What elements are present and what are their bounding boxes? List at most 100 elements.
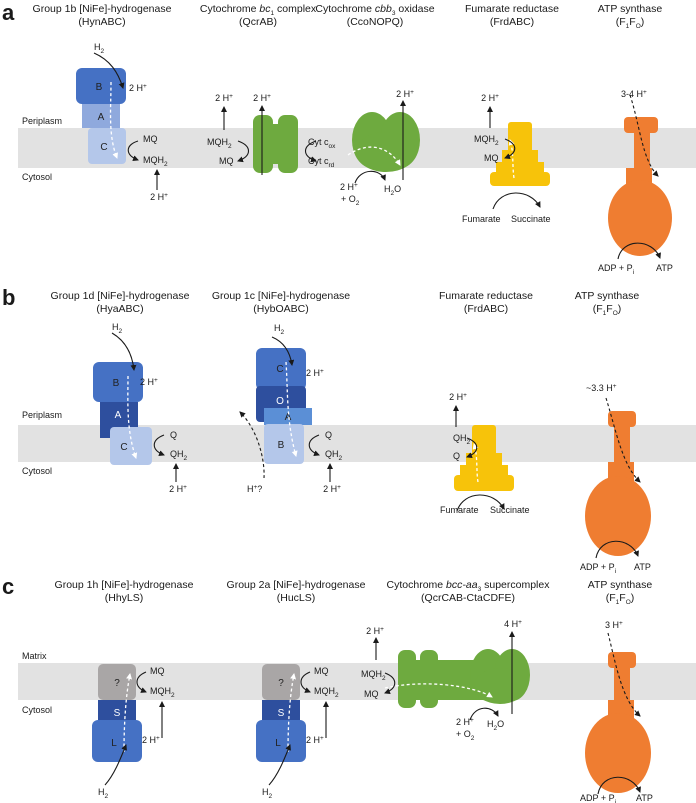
two-h-label: 2 H+ (129, 83, 147, 93)
atp-synthase (585, 632, 651, 793)
subunit-l-label: L (275, 738, 281, 749)
panel-a-title-1-line1: Group 1b [NiFe]-hydrogenase (33, 3, 172, 15)
subunit-s-label: S (278, 708, 285, 719)
cytosol-two-h-label: 2 H+ (150, 192, 168, 202)
panel-c-title-4-line1: ATP synthase (588, 579, 653, 591)
atp-synthase (585, 397, 651, 556)
adp-label: ADP + Pi (598, 263, 634, 276)
hydrogenase-hyaabc: B A C (93, 362, 152, 465)
hydrogenase-hyboabc: C O A B (256, 348, 312, 464)
succinate-label: Succinate (511, 214, 551, 224)
subunit-s-label: S (114, 708, 121, 719)
panel-a-title-4-line2: (FrdABC) (490, 16, 534, 28)
panel-a-title-3-line2: (CcoNOPQ) (347, 16, 404, 28)
subunit-a-label: A (115, 410, 122, 421)
panel-b-title-4-line2: (F1FO) (593, 303, 622, 317)
oxidase-two-h-label: 2 H+ (396, 89, 414, 99)
huc-mqh2-label: MQH2 (314, 686, 339, 699)
subunit-c-label: C (120, 442, 127, 453)
hya-q-label: Q (170, 430, 177, 440)
atp-synthase (608, 94, 672, 256)
panel-c: c Group 1h [NiFe]-hydrogenase (HhyLS) Gr… (2, 574, 696, 803)
atp-label: ATP (634, 562, 651, 572)
subunit-l-label: L (111, 738, 117, 749)
subunit-c-label: C (100, 142, 107, 153)
supercomplex-two-h-in-label: 2 H+ (456, 717, 474, 727)
matrix-label: Matrix (22, 651, 47, 661)
frd-two-h-label: 2 H+ (449, 392, 467, 402)
hhy-two-h-label: 2 H+ (142, 735, 160, 745)
atp-label: ATP (636, 793, 653, 803)
panel-a-title-1-line2: (HynABC) (78, 16, 125, 28)
supercomplex-h2o-label: H2O (487, 719, 504, 732)
hya-cytosol-h-label: 2 H+ (169, 484, 187, 494)
supercomplex-four-h-label: 4 H+ (504, 619, 522, 629)
subunit-a (82, 104, 120, 128)
hhy-h2-label: H2 (98, 787, 109, 800)
oxidase-two-h-in-label: 2 H+ (340, 182, 358, 192)
panel-b-letter: b (2, 285, 15, 310)
bc1-mqh2-label: MQH2 (207, 137, 232, 150)
subunit-b (76, 68, 126, 104)
cytochrome-bcc-aa3-supercomplex (384, 631, 530, 714)
supercomplex-mq-label: MQ (364, 689, 379, 699)
hydrogenase-hhyls: ? S L (92, 664, 142, 762)
periplasm-label: Periplasm (22, 116, 62, 126)
fumarate-reductase-frdabc (490, 122, 550, 186)
panel-b: b Group 1d [NiFe]-hydrogenase (HyaABC) G… (2, 285, 696, 575)
adp-label: ADP + Pi (580, 793, 616, 803)
cyt-c-rd-label: Cyt crd (308, 156, 335, 169)
hhy-mq-label: MQ (150, 666, 165, 676)
hya-two-h-label: 2 H+ (140, 377, 158, 387)
cytochrome-bc1-qcrab (253, 105, 298, 175)
panel-c-title-4-line2: (F1FO) (606, 592, 635, 606)
panel-c-title-2-line2: (HucLS) (277, 592, 316, 604)
mq-label: MQ (143, 134, 158, 144)
panel-a-title-4-line1: Fumarate reductase (465, 3, 559, 15)
bc1-left-two-h-label: 2 H+ (215, 93, 233, 103)
subunit-a-label: A (285, 412, 292, 423)
bc1-mq-label: MQ (219, 156, 234, 166)
h2-label: H2 (94, 42, 105, 55)
panel-b-titles: Group 1d [NiFe]-hydrogenase (HyaABC) Gro… (51, 290, 640, 317)
cyt-c-ox-label: Cyt cox (308, 137, 336, 150)
panel-a-title-5-line1: ATP synthase (598, 3, 663, 15)
succinate-label: Succinate (490, 505, 530, 515)
panel-c-title-2-line1: Group 2a [NiFe]-hydrogenase (227, 579, 366, 591)
atp-h-label: 3-4 H+ (621, 89, 647, 99)
panel-c-title-1-line1: Group 1h [NiFe]-hydrogenase (55, 579, 194, 591)
fumarate-label: Fumarate (440, 505, 479, 515)
mqh2-label: MQH2 (143, 155, 168, 168)
panel-c-title-3-line1: Cytochrome bcc-aa3 supercomplex (387, 579, 551, 593)
panel-a-letter: a (2, 0, 15, 25)
panel-a-title-2-line1: Cytochrome bc1 complex (200, 3, 317, 17)
cytosol-label: Cytosol (22, 705, 52, 715)
atp-h-label: 3 H+ (605, 620, 623, 630)
huc-h2-label: H2 (262, 787, 273, 800)
panel-c-titles: Group 1h [NiFe]-hydrogenase (HhyLS) Grou… (55, 579, 653, 606)
fumarate-label: Fumarate (462, 214, 501, 224)
oxidase-h2o-label: H2O (384, 184, 401, 197)
panel-a-titles: Group 1b [NiFe]-hydrogenase (HynABC) Cyt… (33, 3, 663, 30)
oxidase-o2-label: + O2 (341, 194, 360, 207)
periplasm-label: Periplasm (22, 410, 62, 420)
frd-two-h-label: 2 H+ (481, 93, 499, 103)
panel-b-title-3-line1: Fumarate reductase (439, 290, 533, 302)
hya-qh2-label: QH2 (170, 449, 188, 462)
frd-mq-label: MQ (484, 153, 499, 163)
hyb-two-h-label: 2 H+ (306, 368, 324, 378)
panel-a-title-2-line2: (QcrAB) (239, 16, 277, 28)
frd-qh2-label: QH2 (453, 433, 471, 446)
frd-q-label: Q (453, 451, 460, 461)
bc1-two-h-label: 2 H+ (253, 93, 271, 103)
hyb-h-question-label: H+? (247, 484, 262, 494)
hydrogenase-hynabc: B A C (76, 68, 126, 164)
hyb-q-label: Q (325, 430, 332, 440)
panel-b-title-4-line1: ATP synthase (575, 290, 640, 302)
atp-h-label: ~3.3 H+ (586, 383, 617, 393)
panel-a-title-3-line1: Cytochrome cbb3 oxidase (315, 3, 434, 17)
huc-two-h-label: 2 H+ (306, 735, 324, 745)
subunit-b-label: B (96, 82, 103, 93)
supercomplex-mqh2-label: MQH2 (361, 669, 386, 682)
huc-mq-label: MQ (314, 666, 329, 676)
